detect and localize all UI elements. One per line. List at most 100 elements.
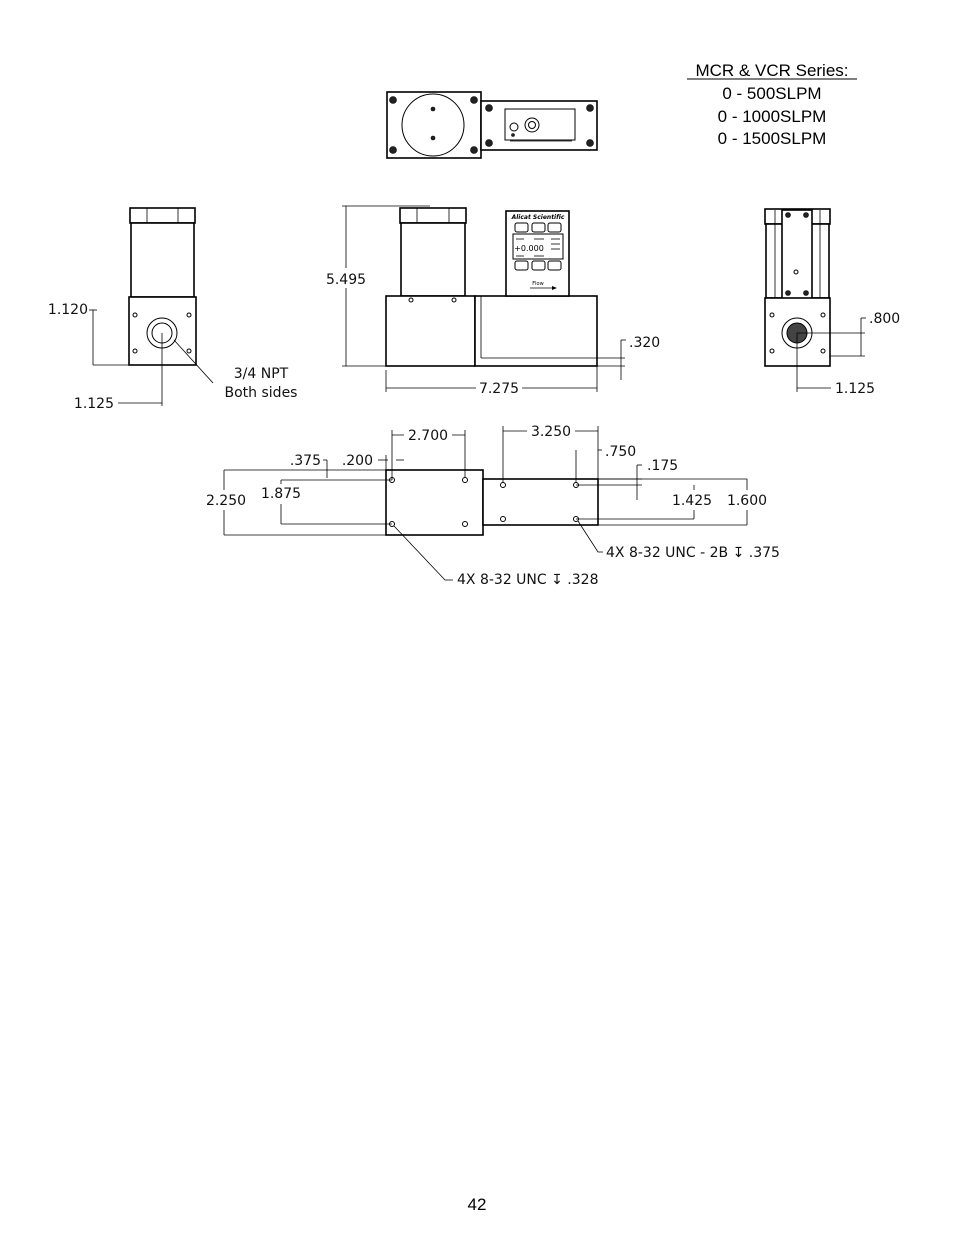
front-view-valve-cap [399, 207, 467, 224]
thread-note-right: 4X 8-32 UNC - 2B ↧ .375 [606, 545, 780, 561]
front-view-display-module [505, 210, 570, 297]
left-view-screw-hole [186, 312, 192, 318]
dim-bottom-200: .200 [342, 453, 373, 469]
right-view-screw-hole [769, 312, 775, 318]
left-side-view: 1.120 1.125 3/4 NPT Both sides [48, 207, 298, 412]
port-note-line2: Both sides [225, 385, 298, 401]
right-view-bolt [785, 212, 791, 218]
bottom-view-hole [500, 516, 506, 522]
top-view-bolt [470, 146, 478, 154]
front-view-valve-body [400, 222, 466, 297]
dim-right-height: .800 [869, 311, 900, 327]
display-button [531, 260, 546, 271]
dim-bottom-left-outer: 2.250 [206, 493, 246, 509]
left-view-screw-hole [186, 348, 192, 354]
top-view-bolt [470, 96, 478, 104]
top-view-bolt [485, 139, 493, 147]
display-reading: +0.000 [514, 244, 544, 253]
right-view-screw-hole [769, 348, 775, 354]
right-side-view: .800 1.125 [764, 208, 900, 397]
series-title: MCR & VCR Series: [695, 61, 848, 80]
dim-overall-height: 5.495 [326, 272, 366, 288]
left-view-screw-hole [132, 312, 138, 318]
thread-note-left: 4X 8-32 UNC ↧ .328 [457, 572, 598, 588]
range-500: 0 - 500SLPM [722, 84, 821, 103]
front-view-meter-body [474, 295, 598, 367]
dim-bottom-right-inner: 1.425 [672, 493, 712, 509]
dim-label-bg [324, 268, 368, 288]
top-view-bolt [389, 146, 397, 154]
right-view-screw-hole [820, 348, 826, 354]
right-view-meter-strip [781, 209, 813, 304]
right-view-bolt [785, 290, 791, 296]
dim-bottom-span-right: 3.250 [531, 424, 571, 440]
dim-label-bg [669, 490, 717, 510]
top-view-bolt [586, 104, 594, 112]
bottom-view: 2.250 1.875 .375 .200 2.700 3.250 .750 [203, 421, 780, 588]
dim-left-height: 1.120 [48, 302, 88, 318]
display-button [531, 222, 546, 233]
top-view-bolt [586, 139, 594, 147]
top-view-connector [509, 122, 519, 132]
dim-label-bg [203, 490, 248, 510]
dim-left-width: 1.125 [74, 396, 114, 412]
front-view-valve-block [385, 295, 476, 367]
display-brand: Alicat Scientific [511, 214, 565, 221]
display-button [514, 260, 529, 271]
display-flow-label: Flow [532, 281, 543, 287]
dim-bottom-span-left: 2.700 [408, 428, 448, 444]
top-view-screw [430, 106, 436, 112]
flow-arrow-head-icon [552, 286, 557, 290]
top-view-din-connector [524, 117, 540, 133]
right-view-bolt [803, 290, 809, 296]
dim-bottom-175: .175 [647, 458, 678, 474]
dim-overall-length: 7.275 [479, 381, 519, 397]
port-note-line1: 3/4 NPT [234, 366, 289, 382]
dim-label-bg [259, 484, 304, 504]
top-view-din-pins [528, 121, 536, 129]
dim-bottom-375: .375 [290, 453, 321, 469]
dim-label-bg [527, 421, 575, 439]
front-view: Alicat Scientific +0.000 Flow 5.495 7.27… [324, 205, 660, 397]
dim-label-bg [723, 490, 771, 510]
series-title-block: MCR & VCR Series: 0 - 500SLPM 0 - 1000SL… [687, 61, 857, 148]
front-view-screw-hole [408, 297, 414, 303]
left-view-valve-body [130, 222, 195, 298]
dim-bottom-right-outer: 1.600 [727, 493, 767, 509]
top-view-valve-plate [386, 91, 482, 159]
dim-bottom-left-inner: 1.875 [261, 486, 301, 502]
range-1000: 0 - 1000SLPM [718, 107, 827, 126]
display-button [514, 222, 529, 233]
dim-base-offset: .320 [629, 335, 660, 351]
bottom-view-valve-block [385, 469, 484, 536]
right-view-bolt [803, 212, 809, 218]
top-view-bolt [485, 104, 493, 112]
thread-note-right-leader [577, 520, 603, 553]
top-view-bolt [389, 96, 397, 104]
left-view-base-block [128, 296, 197, 366]
right-view-screw [793, 269, 799, 275]
range-1500: 0 - 1500SLPM [718, 129, 827, 148]
left-view-valve-cap [129, 207, 196, 224]
display-screen [512, 233, 564, 260]
display-button [547, 222, 562, 233]
dim-label-bg [404, 425, 452, 443]
display-button [547, 260, 562, 271]
bottom-view-hole [462, 477, 468, 483]
thread-note-left-leader [393, 525, 453, 581]
dim-bottom-750: .750 [605, 444, 636, 460]
page-number: 42 [467, 1195, 487, 1214]
bottom-view-hole [462, 521, 468, 527]
top-view-electronics-cover [504, 108, 576, 141]
port-note-leader [173, 339, 214, 384]
top-view-led [511, 133, 515, 137]
front-view-screw-hole [451, 297, 457, 303]
top-view-valve-cap [401, 93, 465, 157]
dim-label-bg [476, 379, 522, 397]
right-view-screw-hole [820, 312, 826, 318]
bottom-view-hole [500, 482, 506, 488]
top-view-screw [430, 135, 436, 141]
left-view-screw-hole [132, 348, 138, 354]
top-view [386, 91, 598, 159]
